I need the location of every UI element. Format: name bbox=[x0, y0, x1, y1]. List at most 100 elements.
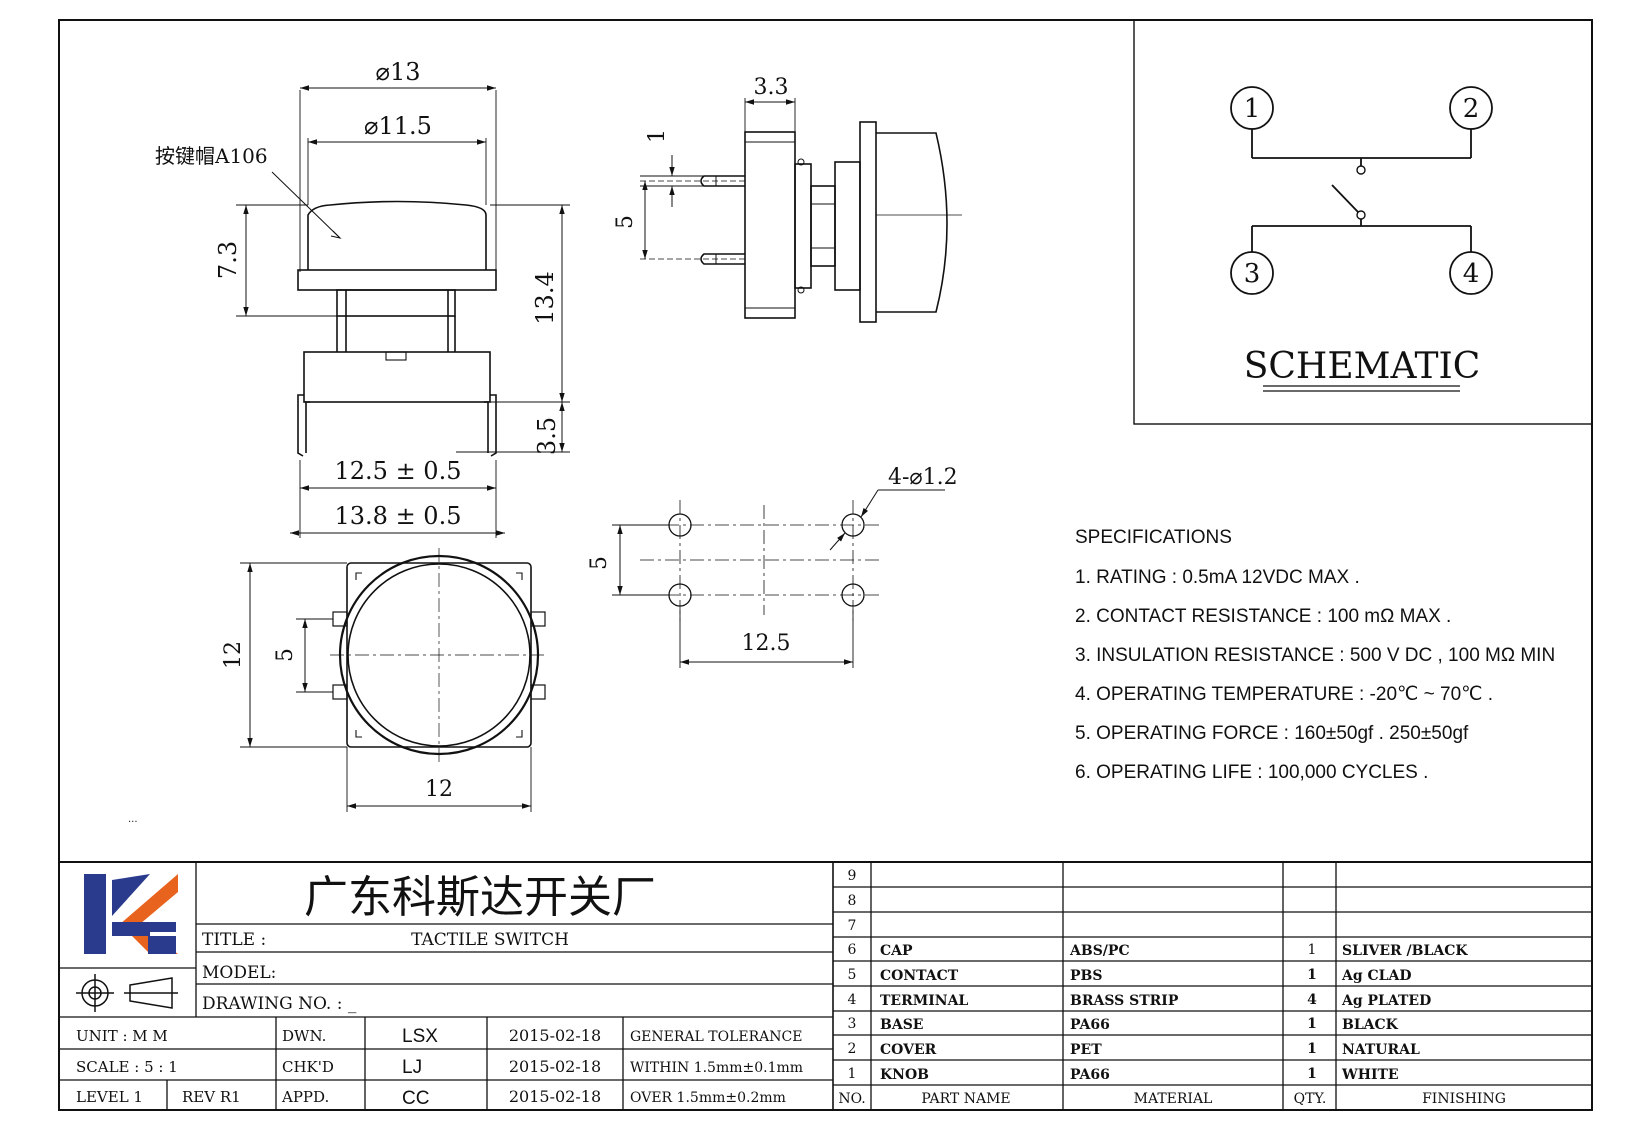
bom-part: CONTACT bbox=[880, 968, 959, 984]
bom-qty: 1 bbox=[1308, 942, 1317, 958]
spec-item-operating-temperature: 4. OPERATING TEMPERATURE : -20℃ ~ 70℃ . bbox=[1075, 684, 1494, 705]
pcb-dim-labels: 4-⌀1.2 5 12.5 bbox=[587, 465, 958, 656]
date-appd: 2015-02-18 bbox=[509, 1087, 601, 1106]
tolerance-over: OVER 1.5mm±0.2mm bbox=[630, 1090, 786, 1106]
dim-7-3: 7.3 bbox=[214, 241, 242, 279]
pin-1-label: 1 bbox=[1244, 94, 1261, 124]
tolerance-general: GENERAL TOLERANCE bbox=[630, 1029, 802, 1045]
company-logo bbox=[80, 870, 190, 958]
front-view bbox=[236, 90, 570, 538]
bom-header-finish: FINISHING bbox=[1422, 1091, 1506, 1107]
bom-no: 6 bbox=[848, 942, 857, 958]
title-block bbox=[59, 861, 1592, 1110]
date-chkd: 2015-02-18 bbox=[509, 1057, 601, 1076]
scale-value: SCALE : 5 : 1 bbox=[76, 1058, 178, 1076]
dim-d13: ⌀13 bbox=[376, 58, 421, 86]
top-dimensions bbox=[247, 563, 531, 809]
side-dim-labels: 3.3 1 5 bbox=[613, 75, 789, 229]
top-dim-labels: 12 5 12 ... bbox=[128, 641, 453, 825]
dim-5-side: 5 bbox=[613, 215, 638, 229]
bom-material: PBS bbox=[1070, 968, 1102, 984]
bom-no: 5 bbox=[848, 967, 857, 983]
bom-finish: Ag CLAD bbox=[1341, 968, 1412, 984]
dim-12-horizontal: 12 bbox=[425, 777, 453, 802]
dim-3-3: 3.3 bbox=[754, 75, 789, 100]
dim-d11-5: ⌀11.5 bbox=[364, 112, 432, 140]
title-value: TACTILE SWITCH bbox=[411, 930, 569, 950]
spec-item-rating: 1. RATING : 0.5mA 12VDC MAX . bbox=[1075, 567, 1360, 588]
pin-4-label: 4 bbox=[1463, 259, 1480, 289]
schematic-title: SCHEMATIC bbox=[1244, 346, 1481, 387]
bom-no: 9 bbox=[848, 868, 857, 884]
title-label: TITLE : bbox=[202, 930, 266, 950]
name-appd: CC bbox=[402, 1088, 429, 1109]
bom-table: 9 8 7 6 CAP ABS/PC 1 SLIVER /BLACK 5 CON… bbox=[838, 868, 1506, 1107]
specifications-block: SPECIFICATIONS 1. RATING : 0.5mA 12VDC M… bbox=[1075, 518, 1615, 792]
spec-item-operating-force: 5. OPERATING FORCE : 160±50gf . 250±50gf bbox=[1075, 723, 1469, 744]
name-chkd: LJ bbox=[402, 1057, 422, 1078]
rev-value: REV R1 bbox=[182, 1088, 241, 1106]
bom-part: COVER bbox=[880, 1042, 937, 1058]
dim-13-4: 13.4 bbox=[531, 271, 559, 324]
role-dwn: DWN. bbox=[282, 1027, 326, 1045]
bom-part: BASE bbox=[880, 1017, 923, 1033]
bom-header-material: MATERIAL bbox=[1134, 1091, 1213, 1107]
dim-12-5-pcb: 12.5 bbox=[742, 631, 791, 656]
bom-part: KNOB bbox=[880, 1067, 929, 1083]
specifications-heading: SPECIFICATIONS bbox=[1075, 527, 1232, 548]
unit-value: UNIT : M M bbox=[76, 1027, 168, 1045]
bom-no: 8 bbox=[848, 893, 857, 909]
side-dimensions bbox=[642, 99, 795, 259]
spec-item-insulation-resistance: 3. INSULATION RESISTANCE : 500 V DC , 10… bbox=[1075, 645, 1556, 666]
date-dwn: 2015-02-18 bbox=[509, 1026, 601, 1045]
title-block-text: 广东科斯达开关厂 TITLE : TACTILE SWITCH MODEL: D… bbox=[76, 872, 803, 1109]
pcb-hole bbox=[841, 513, 865, 537]
company-name: 广东科斯达开关厂 bbox=[304, 872, 656, 923]
dim-5-pcb: 5 bbox=[587, 556, 612, 570]
tolerance-within: WITHIN 1.5mm±0.1mm bbox=[630, 1060, 803, 1076]
bom-material: PA66 bbox=[1070, 1067, 1110, 1083]
bom-qty: 4 bbox=[1307, 992, 1317, 1008]
bom-no: 1 bbox=[848, 1066, 857, 1082]
role-appd: APPD. bbox=[281, 1088, 329, 1106]
bom-finish: Ag PLATED bbox=[1341, 993, 1431, 1009]
sheet-border bbox=[58, 19, 1593, 1111]
cap-label: 按键帽A106 bbox=[155, 144, 268, 168]
bom-no: 2 bbox=[848, 1041, 857, 1057]
model-label: MODEL: bbox=[202, 963, 276, 983]
top-view bbox=[240, 548, 548, 812]
bom-no: 7 bbox=[848, 918, 857, 934]
dim-3-5: 3.5 bbox=[533, 417, 561, 455]
pin-3-label: 3 bbox=[1244, 259, 1261, 289]
bom-material: PET bbox=[1070, 1042, 1102, 1058]
side-view bbox=[640, 98, 962, 323]
bom-qty: 1 bbox=[1307, 967, 1317, 983]
pin-2-label: 2 bbox=[1463, 94, 1480, 124]
bom-finish: NATURAL bbox=[1342, 1042, 1420, 1058]
dim-12-5: 12.5 ± 0.5 bbox=[335, 457, 462, 485]
bom-finish: BLACK bbox=[1342, 1017, 1399, 1033]
bom-material: ABS/PC bbox=[1069, 943, 1130, 959]
spec-item-contact-resistance: 2. CONTACT RESISTANCE : 100 mΩ MAX . bbox=[1075, 606, 1452, 627]
dim-12-vertical: 12 bbox=[221, 641, 246, 669]
bom-qty: 1 bbox=[1307, 1041, 1317, 1057]
bom-header-part: PART NAME bbox=[921, 1091, 1010, 1107]
pcb-hole bbox=[841, 583, 865, 607]
bom-no: 4 bbox=[848, 992, 857, 1008]
pcb-dimensions bbox=[617, 489, 879, 665]
role-chkd: CHK'D bbox=[282, 1058, 334, 1076]
bom-no: 3 bbox=[848, 1016, 857, 1032]
name-dwn: LSX bbox=[402, 1026, 438, 1047]
bom-qty: 1 bbox=[1307, 1016, 1317, 1032]
bom-finish: SLIVER /BLACK bbox=[1342, 943, 1468, 959]
bom-qty: 1 bbox=[1307, 1066, 1317, 1082]
dim-5-top: 5 bbox=[273, 648, 298, 662]
pcb-footprint bbox=[612, 489, 945, 668]
bom-material: BRASS STRIP bbox=[1070, 993, 1179, 1009]
projection-symbol-icon bbox=[76, 974, 178, 1012]
bom-finish: WHITE bbox=[1341, 1067, 1399, 1083]
front-dim-labels: ⌀13 ⌀11.5 按键帽A106 7.3 13.4 3.5 12.5 ± 0.… bbox=[155, 58, 561, 530]
dim-1: 1 bbox=[645, 129, 670, 143]
bom-part: CAP bbox=[880, 943, 913, 959]
